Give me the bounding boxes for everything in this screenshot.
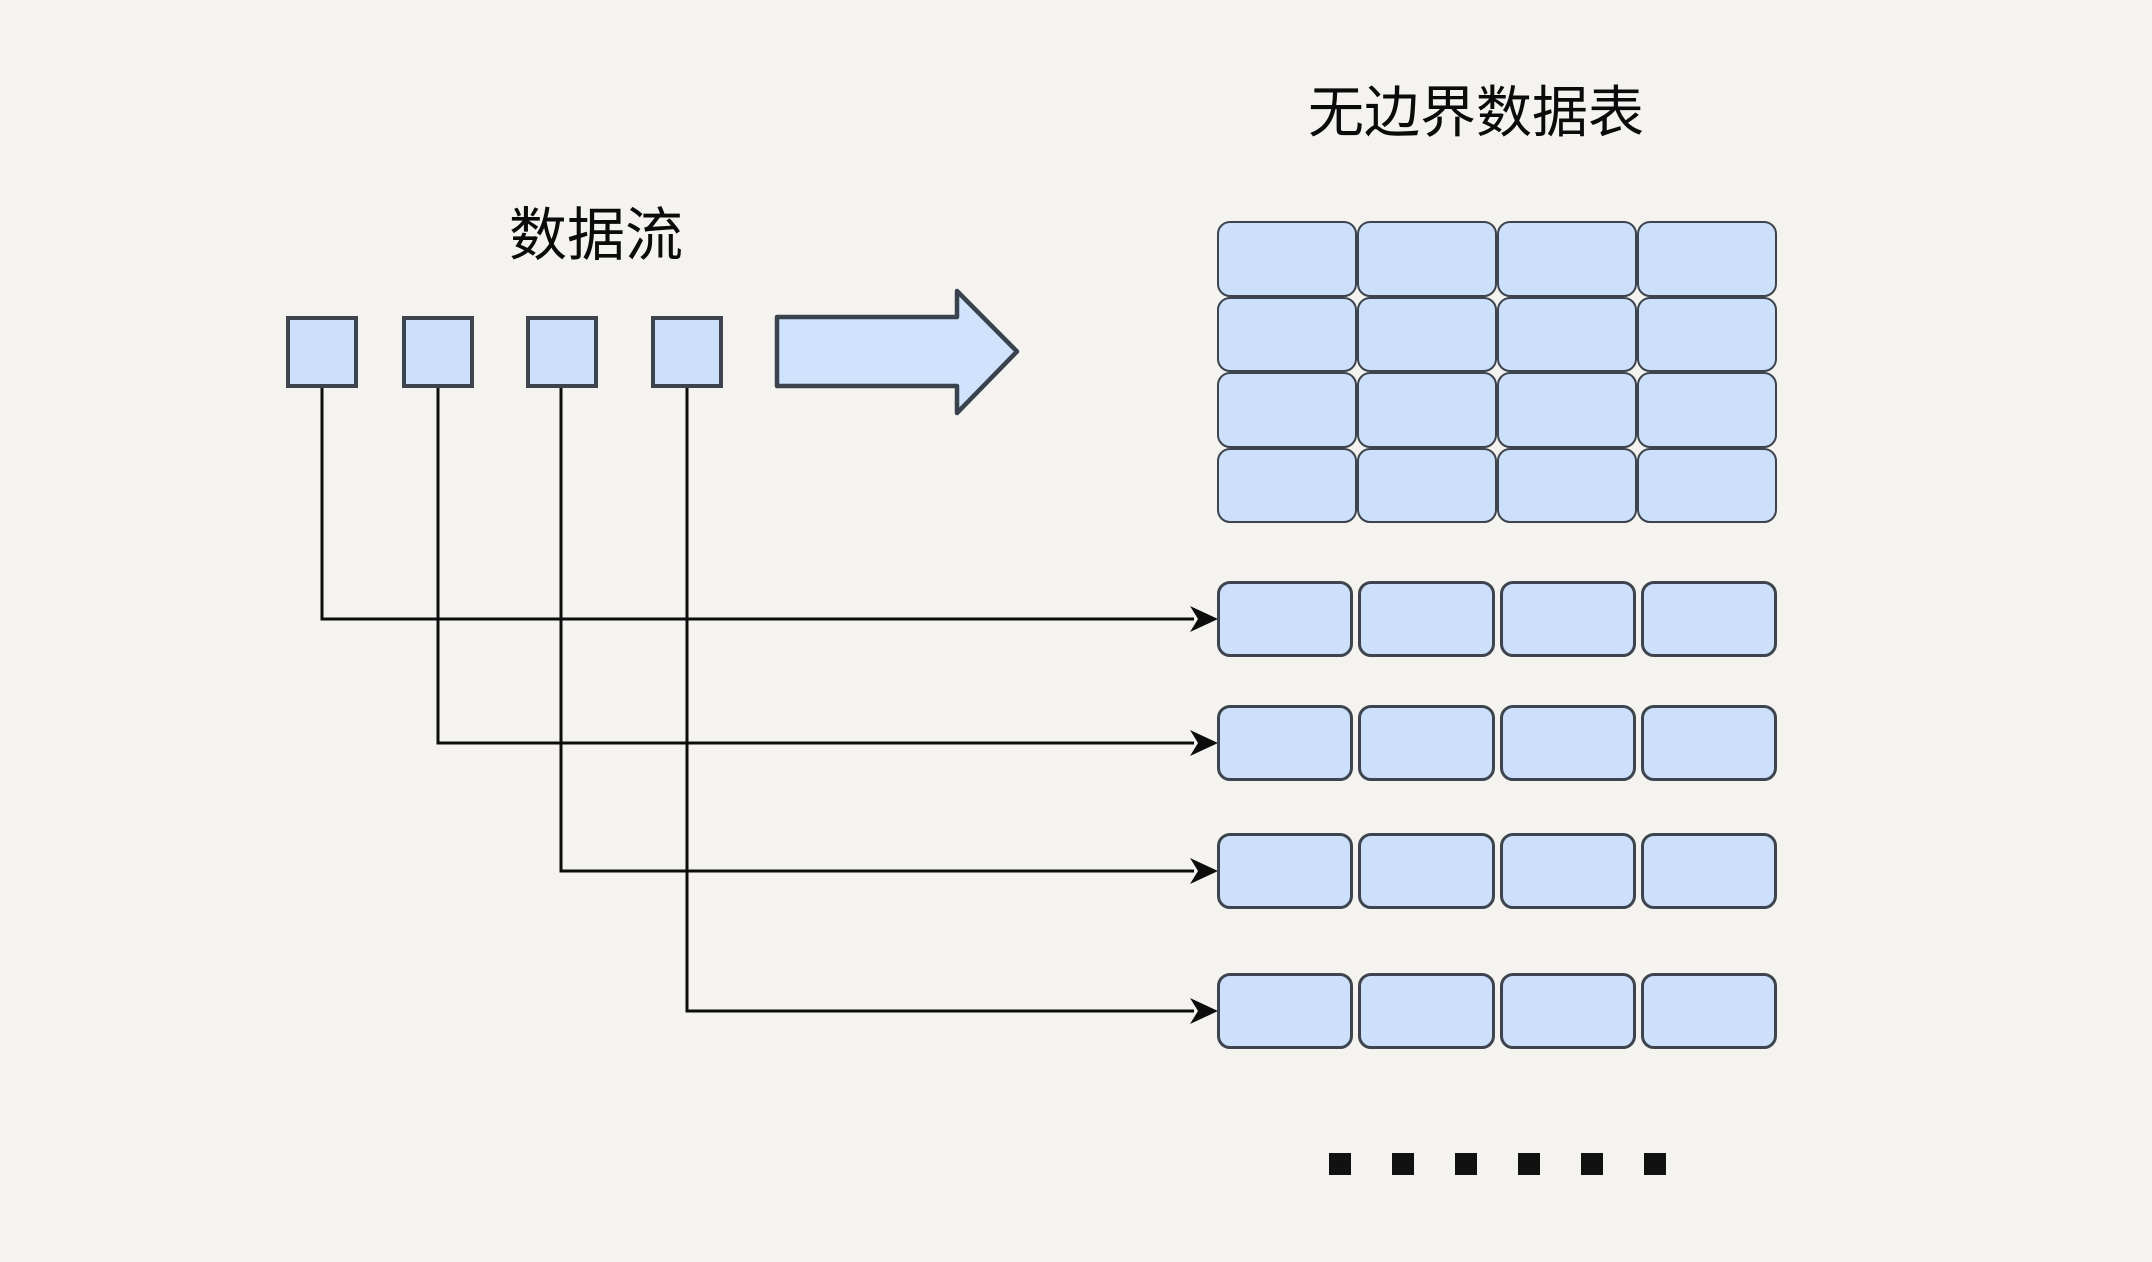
row-4-cell-1: [1217, 973, 1354, 1049]
ellipsis-dot-6: [1644, 1153, 1666, 1175]
stream-square-2: [402, 316, 474, 388]
row-2-cell-4: [1640, 705, 1777, 781]
connector-line-3: [559, 388, 1194, 873]
row-1-cell-2: [1358, 581, 1495, 657]
grid-cell-r2-c1: [1217, 296, 1357, 372]
grid-cell-r3-c2: [1357, 372, 1497, 448]
row-3-cell-1: [1217, 833, 1354, 909]
row-3-cell-4: [1640, 833, 1777, 909]
stream-square-4: [651, 316, 723, 388]
grid-cell-r3-c1: [1217, 372, 1357, 448]
grid-cell-r4-c4: [1637, 447, 1777, 523]
grid-cell-r4-c1: [1217, 447, 1357, 523]
grid-cell-r3-c3: [1497, 372, 1637, 448]
row-2-cell-2: [1358, 705, 1495, 781]
row-1-cell-3: [1499, 581, 1636, 657]
stream-label: 数据流: [508, 203, 684, 268]
grid-cell-r4-c3: [1497, 447, 1637, 523]
grid-cell-r1-c2: [1357, 221, 1497, 297]
grid-cell-r2-c3: [1497, 296, 1637, 372]
connector-arrowhead-4: [1190, 998, 1218, 1024]
row-2-cell-1: [1217, 705, 1354, 781]
row-3-cell-2: [1358, 833, 1495, 909]
grid-cell-r1-c4: [1637, 221, 1777, 297]
row-4-cell-4: [1640, 973, 1777, 1049]
row-3-cell-3: [1499, 833, 1636, 909]
row-4-cell-2: [1358, 973, 1495, 1049]
grid-cell-r2-c4: [1637, 296, 1777, 372]
appended-row-2: [1217, 705, 1777, 781]
row-1-cell-4: [1640, 581, 1777, 657]
connector-line-1: [320, 388, 1194, 621]
connector-arrowhead-1: [1190, 606, 1218, 632]
ellipsis-dots: [1329, 1153, 1666, 1175]
table-label: 无边界数据表: [1308, 81, 1644, 144]
appended-row-1: [1217, 581, 1777, 657]
row-2-cell-3: [1499, 705, 1636, 781]
grid-cell-r1-c3: [1497, 221, 1637, 297]
ellipsis-dot-2: [1392, 1153, 1414, 1175]
ellipsis-dot-4: [1518, 1153, 1540, 1175]
grid-cell-r2-c2: [1357, 296, 1497, 372]
ellipsis-dot-5: [1581, 1153, 1603, 1175]
connector-arrowhead-2: [1190, 730, 1218, 756]
appended-row-4: [1217, 973, 1777, 1049]
grid-cell-r3-c4: [1637, 372, 1777, 448]
ellipsis-dot-3: [1455, 1153, 1477, 1175]
appended-row-3: [1217, 833, 1777, 909]
ellipsis-dot-1: [1329, 1153, 1351, 1175]
stream-square-3: [526, 316, 598, 388]
unbounded-table-grid: [1217, 221, 1777, 523]
grid-cell-r4-c2: [1357, 447, 1497, 523]
grid-cell-r1-c1: [1217, 221, 1357, 297]
connector-line-4: [685, 388, 1194, 1013]
row-4-cell-3: [1499, 973, 1636, 1049]
connector-arrowhead-3: [1190, 858, 1218, 884]
connector-line-2: [436, 388, 1194, 745]
stream-square-1: [286, 316, 358, 388]
row-1-cell-1: [1217, 581, 1354, 657]
